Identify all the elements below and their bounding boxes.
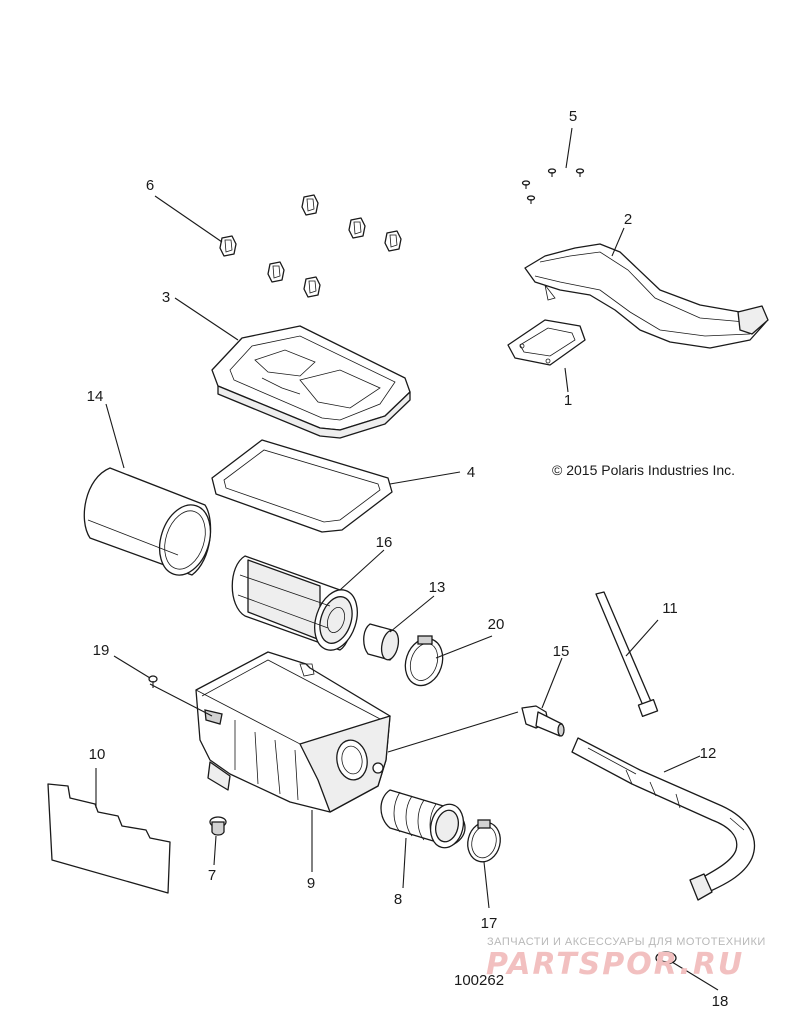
callout-18: 18 bbox=[712, 993, 729, 1010]
part-3-airbox-cover bbox=[211, 325, 411, 439]
watermark-brand: PARTSPOR.RU bbox=[486, 947, 744, 982]
part-8-intake-boot bbox=[380, 789, 466, 849]
part-2-intake-duct bbox=[524, 243, 769, 349]
part-6-clips bbox=[219, 194, 402, 298]
callout-1: 1 bbox=[564, 392, 572, 409]
callout-12: 12 bbox=[700, 745, 717, 762]
part-5-screws bbox=[521, 168, 585, 204]
callout-13: 13 bbox=[429, 579, 446, 596]
callout-14: 14 bbox=[87, 388, 104, 405]
part-7-grommet bbox=[209, 816, 227, 836]
callout-17: 17 bbox=[481, 915, 498, 932]
diagram-number: 100262 bbox=[454, 972, 504, 989]
part-17-hose-clamp bbox=[467, 819, 501, 863]
callout-4: 4 bbox=[467, 464, 475, 481]
callout-16: 16 bbox=[376, 534, 393, 551]
part-12-breather-hose bbox=[571, 737, 756, 901]
part-1-seal-plate bbox=[507, 319, 586, 366]
callout-20: 20 bbox=[488, 616, 505, 633]
part-18-clamp bbox=[655, 951, 677, 965]
part-16-air-filter bbox=[231, 555, 358, 651]
watermark-tagline: ЗАПЧАСТИ И АКСЕССУАРЫ ДЛЯ МОТОТЕХНИКИ bbox=[487, 936, 766, 948]
callout-6: 6 bbox=[146, 177, 154, 194]
part-20-hose-clamp bbox=[404, 635, 444, 687]
callout-7: 7 bbox=[208, 867, 216, 884]
callout-19: 19 bbox=[93, 642, 110, 659]
part-10-panel bbox=[47, 783, 171, 894]
callout-9: 9 bbox=[307, 875, 315, 892]
part-19-screw bbox=[148, 675, 158, 688]
leader-lines bbox=[95, 127, 719, 991]
part-14-prefilter-sleeve bbox=[83, 467, 212, 576]
callout-3: 3 bbox=[162, 289, 170, 306]
callout-10: 10 bbox=[89, 746, 106, 763]
watermark: ЗАПЧАСТИ И АКСЕССУАРЫ ДЛЯ МОТОТЕХНИКИ PA… bbox=[486, 936, 766, 982]
callouts: 1 2 3 4 5 6 7 8 9 10 11 12 13 14 15 16 1… bbox=[87, 108, 729, 1010]
part-9-airbox-housing bbox=[195, 651, 391, 813]
callout-8: 8 bbox=[394, 891, 402, 908]
callout-11: 11 bbox=[662, 600, 678, 617]
copyright-notice: © 2015 Polaris Industries Inc. bbox=[552, 462, 735, 478]
callout-5: 5 bbox=[569, 108, 577, 125]
part-4-gasket bbox=[211, 439, 393, 533]
callout-2: 2 bbox=[624, 211, 632, 228]
callout-15: 15 bbox=[553, 643, 570, 660]
part-15-breather-fitting bbox=[521, 705, 565, 737]
part-13-seal-ring bbox=[363, 623, 400, 661]
part-11-cable-tie bbox=[595, 591, 659, 718]
